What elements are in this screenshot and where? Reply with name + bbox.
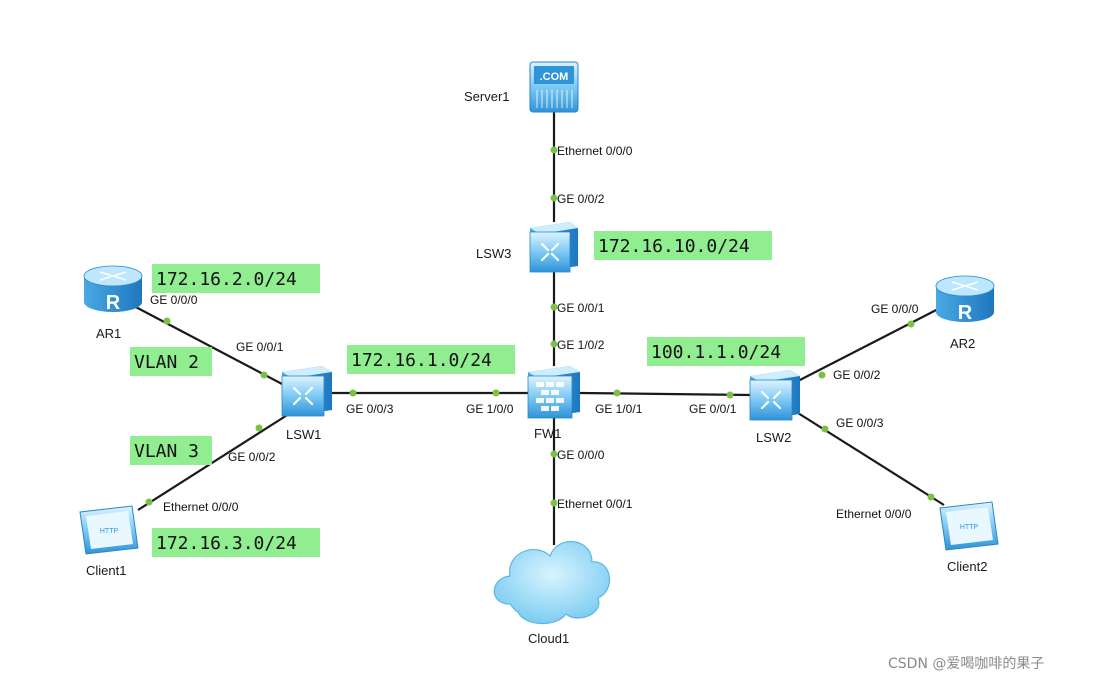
server1-icon[interactable]: .COM	[529, 61, 579, 113]
annotations: 172.16.10.0/24 172.16.2.0/24 VLAN 2 172.…	[130, 231, 805, 557]
port-dots	[145, 146, 935, 507]
lsw1-label: LSW1	[286, 427, 321, 442]
port-label-fw1-ge100: GE 1/0/0	[466, 402, 514, 416]
port-dot-fw1-ge102	[550, 340, 558, 348]
links	[129, 112, 945, 545]
link-fw1-lsw2	[579, 391, 751, 397]
client1-icon[interactable]: HTTP	[79, 505, 139, 555]
port-dot-cloud1-eth	[550, 499, 558, 507]
ar2-label: AR2	[950, 336, 975, 351]
lsw3-icon[interactable]	[529, 222, 578, 273]
fw1-firewall-icon[interactable]	[527, 366, 580, 419]
annotation-net-ar1: 172.16.2.0/24	[152, 264, 320, 293]
lsw2-label: LSW2	[756, 430, 791, 445]
ar1-label: AR1	[96, 326, 121, 341]
svg-text:172.16.3.0/24: 172.16.3.0/24	[156, 533, 297, 554]
port-dot-lsw2-ge001	[726, 391, 734, 399]
annotation-net-lsw3: 172.16.10.0/24	[594, 231, 772, 260]
cloud1-label: Cloud1	[528, 631, 569, 646]
svg-text:172.16.2.0/24: 172.16.2.0/24	[156, 269, 297, 290]
svg-text:.COM: .COM	[540, 71, 569, 83]
annotation-net-fw-lsw2: 100.1.1.0/24	[647, 337, 805, 366]
svg-text:100.1.1.0/24: 100.1.1.0/24	[651, 342, 781, 363]
ar2-router-icon[interactable]: R	[935, 275, 995, 324]
port-dot-fw1-ge100	[492, 389, 500, 397]
ar1-router-icon[interactable]: R	[83, 265, 143, 314]
svg-text:VLAN 3: VLAN 3	[134, 441, 199, 462]
fw1-label: FW1	[534, 426, 561, 441]
link-lsw2-client2	[789, 407, 945, 506]
port-dot-lsw1-ge002	[255, 424, 263, 432]
port-dot-ar1-ge000	[163, 317, 171, 325]
svg-text:R: R	[106, 292, 121, 314]
port-label-lsw3-ge002: GE 0/0/2	[557, 192, 605, 206]
port-label-lsw3-ge001: GE 0/0/1	[557, 301, 605, 315]
port-label-lsw1-ge003: GE 0/0/3	[346, 402, 394, 416]
svg-text:HTTP: HTTP	[960, 524, 979, 531]
annotation-vlan2: VLAN 2	[130, 347, 212, 376]
port-dot-lsw3-ge002	[550, 194, 558, 202]
link-lsw2-ar2	[795, 305, 945, 383]
cloud1-icon[interactable]	[493, 541, 611, 625]
port-labels: Ethernet 0/0/0 GE 0/0/2 GE 0/0/1 GE 1/0/…	[150, 144, 919, 521]
port-label-lsw1-ge002: GE 0/0/2	[228, 450, 276, 464]
server1-label: Server1	[464, 89, 510, 104]
port-label-fw1-ge101: GE 1/0/1	[595, 402, 643, 416]
port-dot-client1-eth	[145, 498, 153, 506]
port-dot-server1-eth	[550, 146, 558, 154]
port-dot-client2-eth	[927, 493, 935, 501]
port-dot-lsw2-ge003	[821, 425, 829, 433]
svg-text:R: R	[958, 302, 973, 324]
svg-text:VLAN 2: VLAN 2	[134, 352, 199, 373]
svg-text:172.16.1.0/24: 172.16.1.0/24	[351, 350, 492, 371]
port-label-ar2-ge000: GE 0/0/0	[871, 302, 919, 316]
link-ar1-lsw1	[129, 303, 285, 386]
port-label-lsw2-ge001: GE 0/0/1	[689, 402, 737, 416]
port-dot-fw1-ge000	[550, 450, 558, 458]
port-label-lsw2-ge003: GE 0/0/3	[836, 416, 884, 430]
port-label-client1-eth: Ethernet 0/0/0	[163, 500, 239, 514]
svg-text:HTTP: HTTP	[100, 528, 119, 535]
port-label-lsw2-ge002: GE 0/0/2	[833, 368, 881, 382]
port-label-fw1-ge000: GE 0/0/0	[557, 448, 605, 462]
port-dot-lsw1-ge003	[349, 389, 357, 397]
annotation-net-fw-lsw1: 172.16.1.0/24	[347, 345, 515, 374]
lsw2-icon[interactable]	[749, 370, 800, 421]
port-label-server1-eth: Ethernet 0/0/0	[557, 144, 633, 158]
port-label-lsw1-ge001: GE 0/0/1	[236, 340, 284, 354]
lsw1-icon[interactable]	[281, 366, 332, 417]
port-dot-ar2-ge000	[907, 320, 915, 328]
annotation-net-client1: 172.16.3.0/24	[152, 528, 320, 557]
client2-label: Client2	[947, 559, 987, 574]
port-dot-lsw1-ge001	[260, 371, 268, 379]
port-dot-lsw3-ge001	[550, 303, 558, 311]
lsw3-label: LSW3	[476, 246, 511, 261]
port-dot-fw1-ge101	[613, 389, 621, 397]
port-label-ar1-ge000: GE 0/0/0	[150, 293, 198, 307]
port-label-cloud1-eth: Ethernet 0/0/1	[557, 497, 633, 511]
port-dot-lsw2-ge002	[818, 371, 826, 379]
client2-icon[interactable]: HTTP	[939, 501, 999, 551]
port-label-client2-eth: Ethernet 0/0/0	[836, 507, 912, 521]
port-label-fw1-ge102: GE 1/0/2	[557, 338, 605, 352]
link-lsw1-client1	[137, 411, 293, 511]
svg-text:172.16.10.0/24: 172.16.10.0/24	[598, 236, 750, 257]
client1-label: Client1	[86, 563, 126, 578]
watermark: CSDN @爱喝咖啡的果子	[888, 656, 1044, 672]
annotation-vlan3: VLAN 3	[130, 436, 212, 465]
